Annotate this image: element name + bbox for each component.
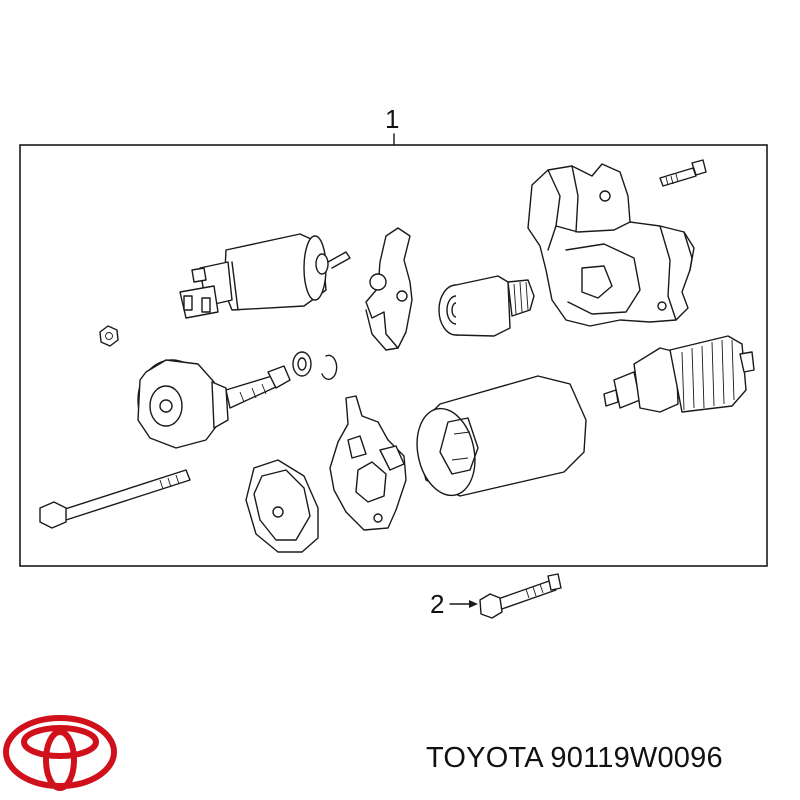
nut: [99, 325, 119, 347]
brush-holder: [329, 395, 407, 531]
callout-1-label: 1: [385, 104, 399, 134]
planetary-shaft: [137, 359, 291, 449]
callout-2-label: 2: [430, 589, 444, 619]
flange-bolt: [479, 573, 562, 619]
yoke-housing: [416, 375, 587, 497]
drive-housing: [527, 163, 695, 327]
washer-and-clip: [292, 351, 338, 381]
end-cover: [245, 459, 319, 553]
pinion-clutch: [438, 275, 535, 337]
solenoid-switch: [179, 233, 351, 319]
part-number-caption: TOYOTA 90119W0096: [426, 742, 723, 774]
shift-lever: [365, 227, 413, 351]
callout-2-arrow: [449, 600, 478, 608]
through-bolt-small: [659, 159, 707, 187]
long-through-bolt: [39, 469, 191, 529]
toyota-logo-icon: [3, 715, 117, 791]
assembly-frame: [19, 144, 768, 567]
armature: [603, 335, 755, 413]
